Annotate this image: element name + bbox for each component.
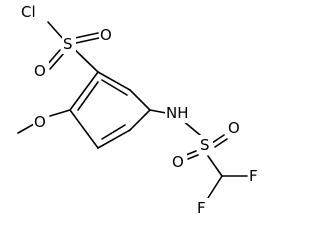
ring-double-2 — [101, 124, 126, 140]
atom-o-top-left: O — [34, 62, 46, 80]
atom-nh: NH — [166, 104, 189, 122]
bond-s-top-o-left-b — [49, 52, 65, 70]
bond-s-bottom-o-left-a — [185, 150, 197, 156]
bond-s-top-cl — [47, 21, 65, 41]
atom-o-top-right: O — [100, 26, 112, 44]
ring-bond-3 — [129, 109, 151, 131]
ring-bond-2 — [129, 89, 151, 111]
ring-bond-1 — [97, 71, 131, 91]
ring-bond-4 — [97, 129, 131, 149]
ring-bond-5 — [69, 109, 99, 149]
bond-ring-nh — [149, 109, 167, 114]
bond-ring-o-methoxy — [49, 109, 71, 117]
ring-double-3 — [77, 81, 99, 111]
atom-o-bottom-left: O — [172, 153, 184, 171]
bond-s-bottom-o-right-a — [211, 134, 225, 144]
atom-o-bottom-right: O — [228, 119, 240, 137]
bond-s-top-o-right-b — [75, 37, 100, 44]
atom-s-top: S — [63, 35, 73, 53]
bond-s-bottom-cf2 — [207, 155, 223, 177]
atom-cl: Cl — [21, 3, 36, 21]
bond-o-methyl — [17, 123, 35, 134]
ring-bond-6 — [69, 71, 99, 111]
atom-f-right: F — [249, 167, 258, 185]
bond-s-top-o-right-a — [74, 32, 99, 39]
bond-s-bottom-o-right-b — [214, 138, 228, 148]
atom-labels: Cl S O O O NH S O O F F — [18, 2, 262, 218]
atom-f-bottom: F — [197, 199, 206, 217]
chemical-structure: Cl S O O O NH S O O F F — [17, 2, 262, 218]
bond-s-bottom-o-left-b — [187, 154, 199, 160]
bonds — [17, 21, 248, 199]
ring-double-1 — [101, 79, 128, 96]
atom-s-bottom: S — [200, 136, 210, 154]
atom-o-methoxy: O — [34, 113, 46, 131]
bond-cf2-f-bottom — [207, 175, 223, 199]
